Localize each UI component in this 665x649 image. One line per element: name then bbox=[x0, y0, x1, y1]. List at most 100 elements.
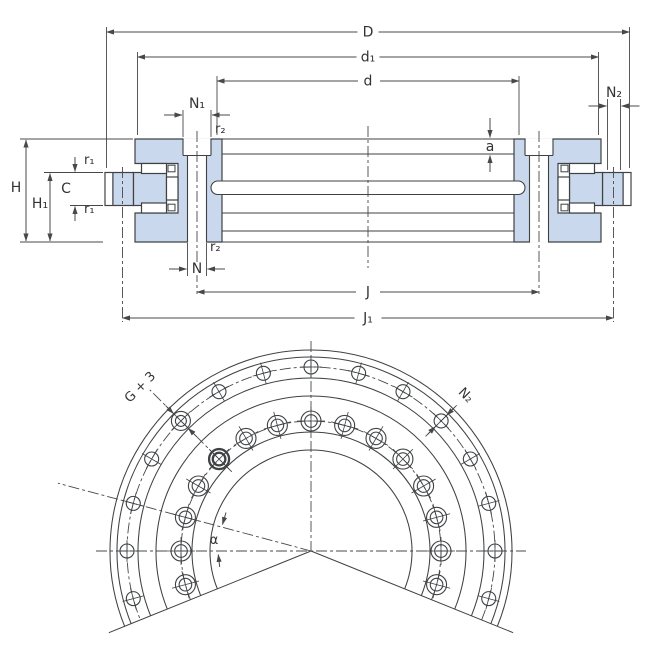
alpha-angle-ticks bbox=[216, 512, 228, 568]
bolt-hole-inner bbox=[270, 418, 285, 433]
dim-label-r2-top: r₂ bbox=[215, 122, 226, 137]
bolt-hole-inner bbox=[178, 510, 193, 525]
hole-cross-tick bbox=[181, 503, 190, 531]
bolt-hole-outer bbox=[144, 451, 160, 467]
dim-label-N1: N₁ bbox=[189, 96, 205, 112]
inner-ring-block-left bbox=[132, 171, 168, 207]
dimension-lines bbox=[23, 29, 640, 321]
bolt-hole-outer bbox=[481, 591, 497, 607]
hole-cross-tick bbox=[485, 587, 492, 610]
axial-roller-bottom-right bbox=[568, 202, 596, 214]
dim-label-d1: d₁ bbox=[361, 50, 376, 66]
bolt-hole-inner bbox=[392, 448, 414, 470]
hole-cross-tick bbox=[191, 473, 206, 499]
radial-roller-right bbox=[557, 176, 571, 201]
cross-section-view: D d₁ d N₁ r₂ a N₂ H H₁ C r₁ r₁ r₂ N J J₁ bbox=[11, 25, 640, 327]
dim-label-r1-bottom: r₁ bbox=[84, 202, 95, 217]
bolt-hole-outer bbox=[351, 365, 367, 381]
label-alpha: α bbox=[210, 533, 219, 548]
label-n2-plan: N₂ bbox=[455, 385, 476, 406]
bolt-hole-inner bbox=[239, 431, 253, 446]
bolt-hole-inner bbox=[426, 574, 448, 596]
bolt-hole-inner bbox=[235, 427, 257, 449]
bolt-hole-outer bbox=[125, 591, 141, 607]
dim-label-r1-top: r₁ bbox=[84, 153, 95, 168]
bolt-hole-inner bbox=[426, 506, 448, 528]
bolt-hole-inner bbox=[174, 574, 196, 596]
plan-view-labels: G + 3 N₂ α bbox=[122, 369, 476, 548]
bolt-hole-inner bbox=[337, 418, 352, 433]
section-centerlines bbox=[122, 126, 614, 322]
bolt-hole-outer-counterbored bbox=[170, 410, 191, 431]
hole-cross-tick bbox=[392, 448, 414, 470]
hole-cross-tick bbox=[181, 571, 190, 599]
extension-lines bbox=[20, 27, 630, 276]
dim-label-r2-bottom: r₂ bbox=[210, 240, 221, 255]
hole-cross-tick bbox=[145, 449, 158, 469]
hole-cross-tick bbox=[416, 473, 431, 499]
bolt-hole-inner bbox=[396, 452, 410, 466]
bolt-hole-outer bbox=[481, 495, 497, 511]
hole-cross-tick bbox=[432, 571, 441, 599]
wedge-boundary-line bbox=[310, 550, 514, 634]
bolt-hole-inner bbox=[187, 475, 209, 497]
hole-cross-tick bbox=[130, 587, 137, 610]
bolt-hole-inner bbox=[207, 447, 231, 471]
bolt-hole-inner bbox=[416, 479, 431, 493]
hole-cross-tick bbox=[263, 421, 291, 430]
bolt-hole-inner bbox=[266, 414, 288, 436]
bolt-hole-outer bbox=[255, 365, 271, 381]
hole-cross-tick bbox=[130, 492, 137, 515]
dim-label-C: C bbox=[61, 181, 71, 197]
g3-leader-line bbox=[149, 389, 233, 473]
bolt-hole-inner bbox=[174, 506, 196, 528]
axial-roller-bottom-left bbox=[140, 202, 168, 214]
bolt-hole-outer bbox=[125, 495, 141, 511]
cage-right-top bbox=[560, 164, 569, 173]
dim-label-N: N bbox=[192, 261, 202, 277]
hole-cross-tick bbox=[171, 411, 191, 431]
axial-roller-top-right bbox=[568, 162, 596, 175]
dim-label-d: d bbox=[364, 74, 373, 90]
hole-cross-tick bbox=[363, 431, 389, 446]
plan-view: G + 3 N₂ α bbox=[57, 341, 526, 634]
dimension-labels: D d₁ d N₁ r₂ a N₂ H H₁ C r₁ r₁ r₂ N J J₁ bbox=[11, 25, 622, 327]
bolt-hole-inner bbox=[413, 475, 435, 497]
bolt-hole-outer bbox=[462, 451, 478, 467]
inner-ring-block-right bbox=[568, 171, 604, 207]
dim-label-N2: N₂ bbox=[606, 85, 622, 101]
bolt-hole-inner bbox=[365, 427, 387, 449]
bolt-hole-outer bbox=[433, 413, 449, 429]
bolt-hole-inner bbox=[429, 577, 444, 592]
wedge-boundary-line bbox=[108, 550, 312, 634]
hole-cross-tick bbox=[209, 385, 229, 398]
hole-cross-tick bbox=[347, 370, 370, 377]
left-bearing-unit bbox=[104, 138, 223, 243]
hole-cross-tick bbox=[331, 421, 359, 430]
bolt-hole-inner bbox=[211, 451, 227, 467]
bolt-hole-outer bbox=[211, 384, 227, 400]
hole-cross-tick bbox=[208, 448, 230, 470]
dim-label-J1: J₁ bbox=[362, 311, 373, 327]
dim-label-H1: H₁ bbox=[32, 196, 48, 212]
cage-left-bottom bbox=[167, 203, 176, 212]
dim-label-a: a bbox=[486, 139, 495, 155]
plan-view-generated bbox=[57, 341, 526, 634]
cage-left-top bbox=[167, 164, 176, 173]
hole-cross-tick bbox=[485, 492, 492, 515]
hole-cross-tick bbox=[464, 449, 477, 469]
hole-cross-tick bbox=[233, 431, 259, 446]
bolt-hole-inner bbox=[369, 431, 383, 446]
hole-cross-tick bbox=[252, 370, 275, 377]
dim-label-H: H bbox=[11, 180, 22, 196]
axial-roller-top-left bbox=[140, 162, 168, 175]
bolt-hole-outer bbox=[395, 384, 411, 400]
bolt-hole-inner bbox=[191, 479, 206, 493]
dim-label-J: J bbox=[365, 285, 370, 301]
radial-roller-left bbox=[165, 176, 179, 201]
hole-cross-tick bbox=[433, 412, 450, 429]
cage-right-bottom bbox=[560, 203, 569, 212]
bolt-hole-outer-counterbored bbox=[174, 414, 187, 427]
